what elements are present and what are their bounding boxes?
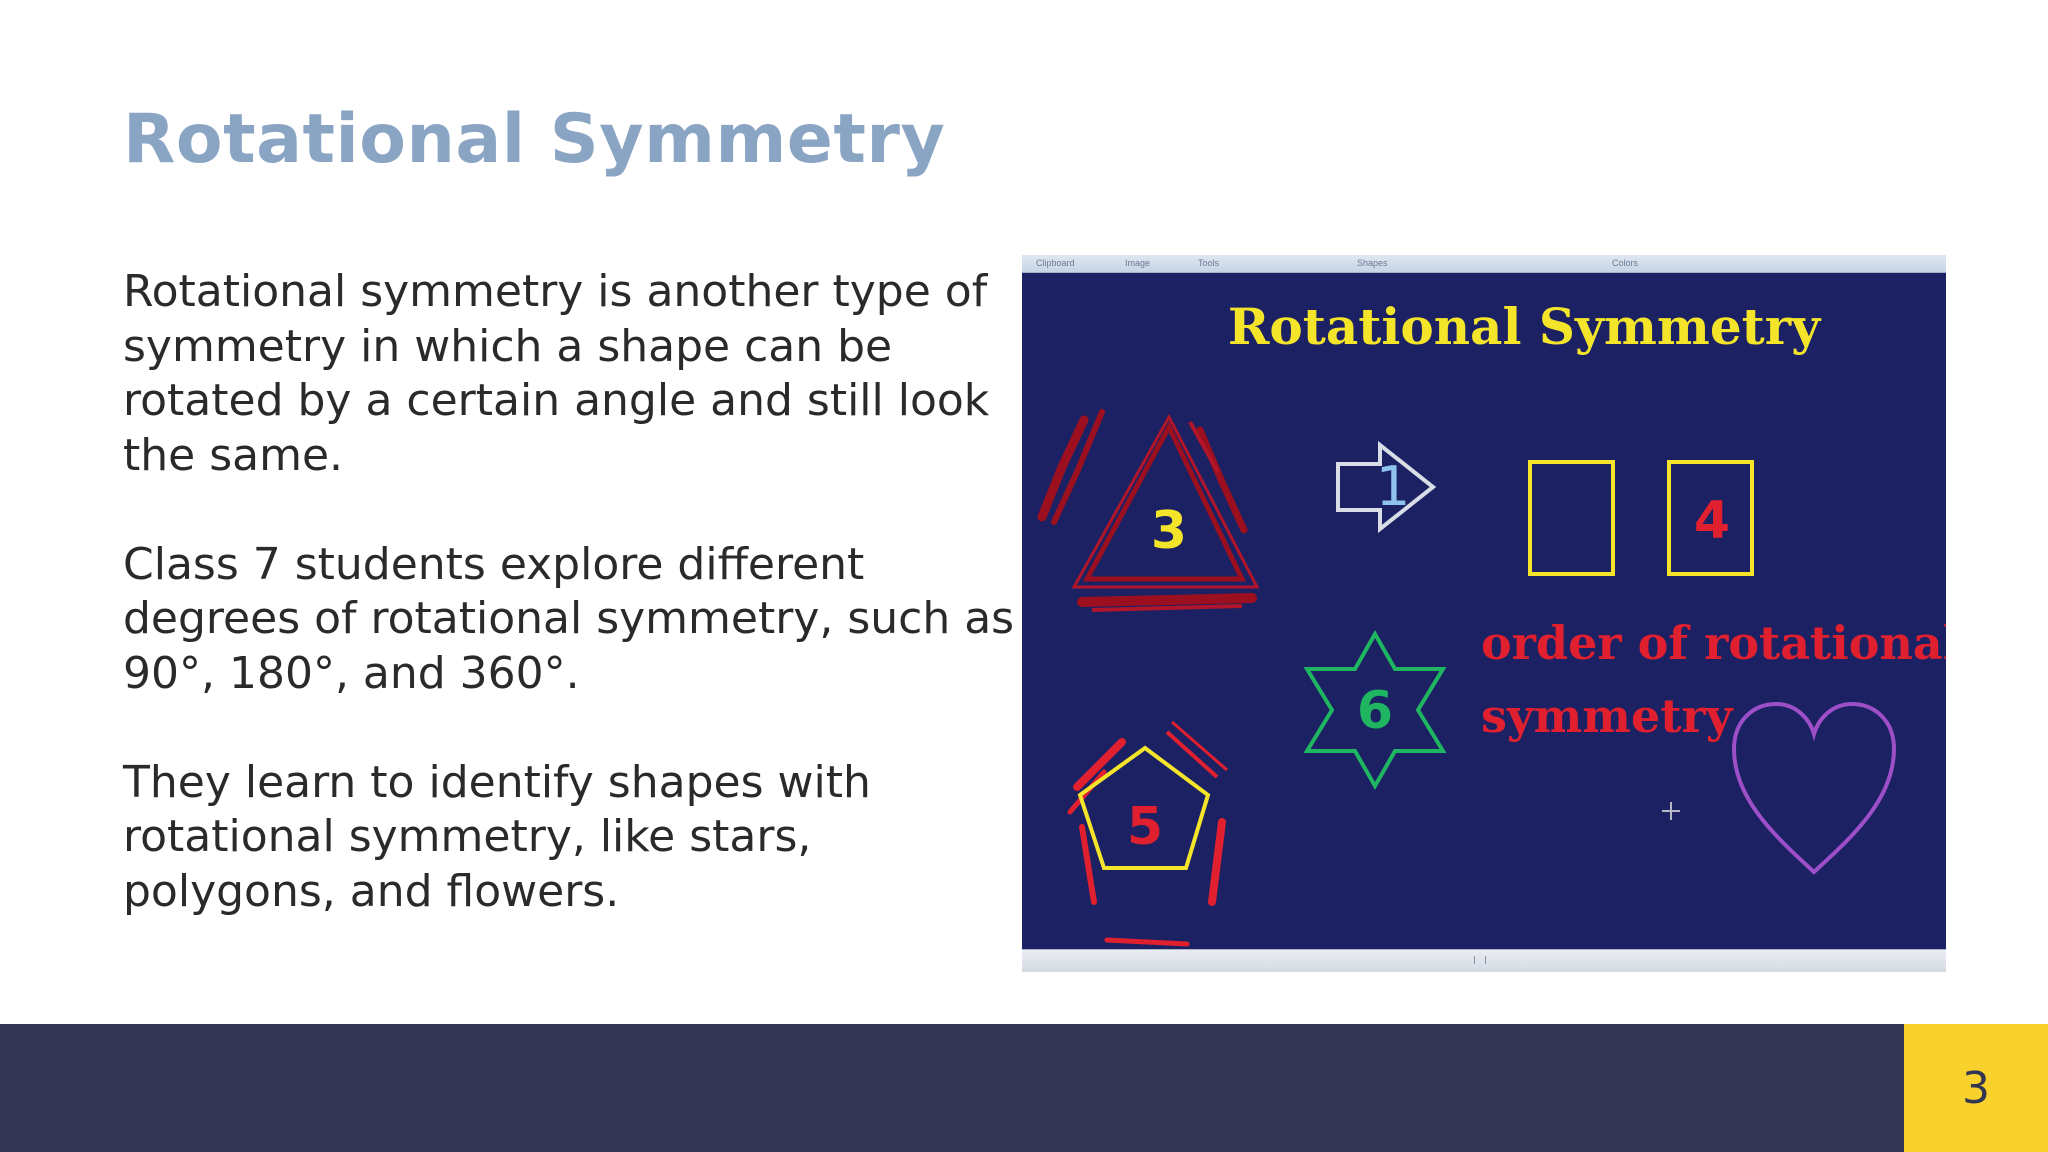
slide-title: Rotational Symmetry — [123, 100, 946, 179]
arrow-order-label: 1 — [1376, 455, 1410, 518]
rectangle-empty — [1528, 460, 1615, 576]
canvas-heading: Rotational Symmetry — [1228, 297, 1822, 356]
paint-canvas: Rotational Symmetry 3 1 4 order of rotat… — [1037, 297, 1946, 947]
pentagon-shape: 5 — [1067, 720, 1228, 947]
page-number: 3 — [1962, 1062, 1990, 1114]
rectangle-shape: 4 — [1667, 460, 1754, 576]
crosshair-cursor-icon — [1662, 802, 1680, 820]
pentagon-order-label: 5 — [1127, 797, 1163, 857]
paragraph-degrees: Class 7 students explore different degre… — [123, 538, 1015, 699]
footer-bar — [0, 1024, 1904, 1152]
star-order-label: 6 — [1357, 681, 1393, 741]
triangle-shape: 3 — [1037, 409, 1260, 612]
ribbon-label-shapes: Shapes — [1357, 258, 1388, 268]
heart-shape — [1731, 701, 1897, 875]
ribbon-label-tools: Tools — [1198, 258, 1220, 268]
scrollbar-grip-icon[interactable] — [1474, 956, 1486, 964]
paragraph-identify: They learn to identify shapes with rotat… — [123, 756, 871, 917]
page-number-box: 3 — [1904, 1024, 2048, 1152]
ribbon-label-clipboard: Clipboard — [1036, 258, 1075, 268]
rectangle-order-label: 4 — [1694, 491, 1730, 551]
caption-line-2: symmetry — [1481, 689, 1734, 743]
paragraph-definition: Rotational symmetry is another type of s… — [123, 266, 990, 481]
arrow-shape: 1 — [1336, 440, 1437, 534]
ribbon-label-image: Image — [1125, 258, 1151, 268]
rotational-symmetry-figure: Clipboard Image Tools Shapes Colors Rota… — [1022, 255, 1946, 972]
horizontal-scrollbar[interactable] — [1022, 949, 1946, 972]
star-shape: 6 — [1303, 629, 1447, 791]
caption-line-1: order of rotational — [1481, 616, 1946, 670]
ribbon-label-colors: Colors — [1612, 258, 1639, 268]
paint-ribbon: Clipboard Image Tools Shapes Colors — [1022, 255, 1946, 273]
body-text: Rotational symmetry is another type of s… — [123, 265, 1023, 974]
triangle-order-label: 3 — [1151, 501, 1187, 561]
